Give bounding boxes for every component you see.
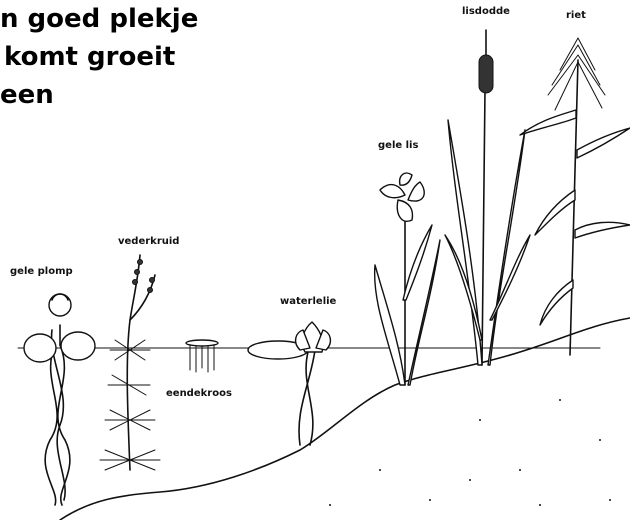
gele-plomp-plant — [24, 294, 95, 505]
label-gele-lis: gele lis — [378, 140, 418, 151]
vederkruid-plant — [100, 255, 160, 470]
label-waterlelie: waterlelie — [280, 296, 336, 307]
riet-plant — [520, 38, 630, 355]
soil-speckles — [329, 399, 611, 506]
label-gele-plomp: gele plomp — [10, 266, 73, 277]
gele-lis-plant — [375, 173, 440, 385]
label-vederkruid: vederkruid — [118, 236, 179, 247]
lisdodde-plant — [445, 30, 530, 365]
label-lisdodde: lisdodde — [462, 6, 510, 17]
waterlelie-plant — [248, 322, 330, 445]
label-eendekroos: eendekroos — [166, 388, 232, 399]
eendekroos-plant — [186, 340, 218, 372]
label-riet: riet — [566, 10, 586, 21]
